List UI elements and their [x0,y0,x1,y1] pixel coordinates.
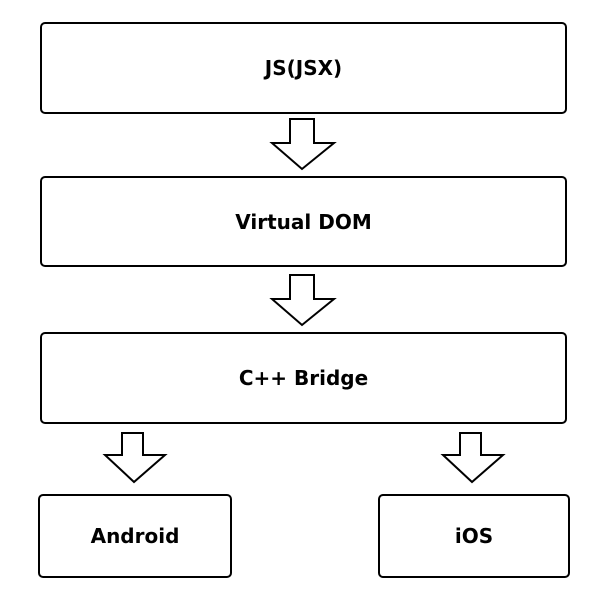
jsx-node-label: JS(JSX) [264,56,343,80]
jsx-node: JS(JSX) [40,22,567,114]
android-node-label: Android [90,524,180,548]
android-node: Android [38,494,232,578]
cpp-bridge-node: C++ Bridge [40,332,567,424]
arrow-down-icon [269,274,337,327]
arrow-down-icon [102,432,168,484]
virtual-dom-node-label: Virtual DOM [235,209,372,234]
virtual-dom-node: Virtual DOM [40,176,567,267]
cpp-bridge-node-label: C++ Bridge [238,366,369,390]
arrow-down-icon [440,432,506,484]
ios-node-label: iOS [454,524,494,548]
ios-node: iOS [378,494,570,578]
arrow-down-icon [269,118,337,171]
